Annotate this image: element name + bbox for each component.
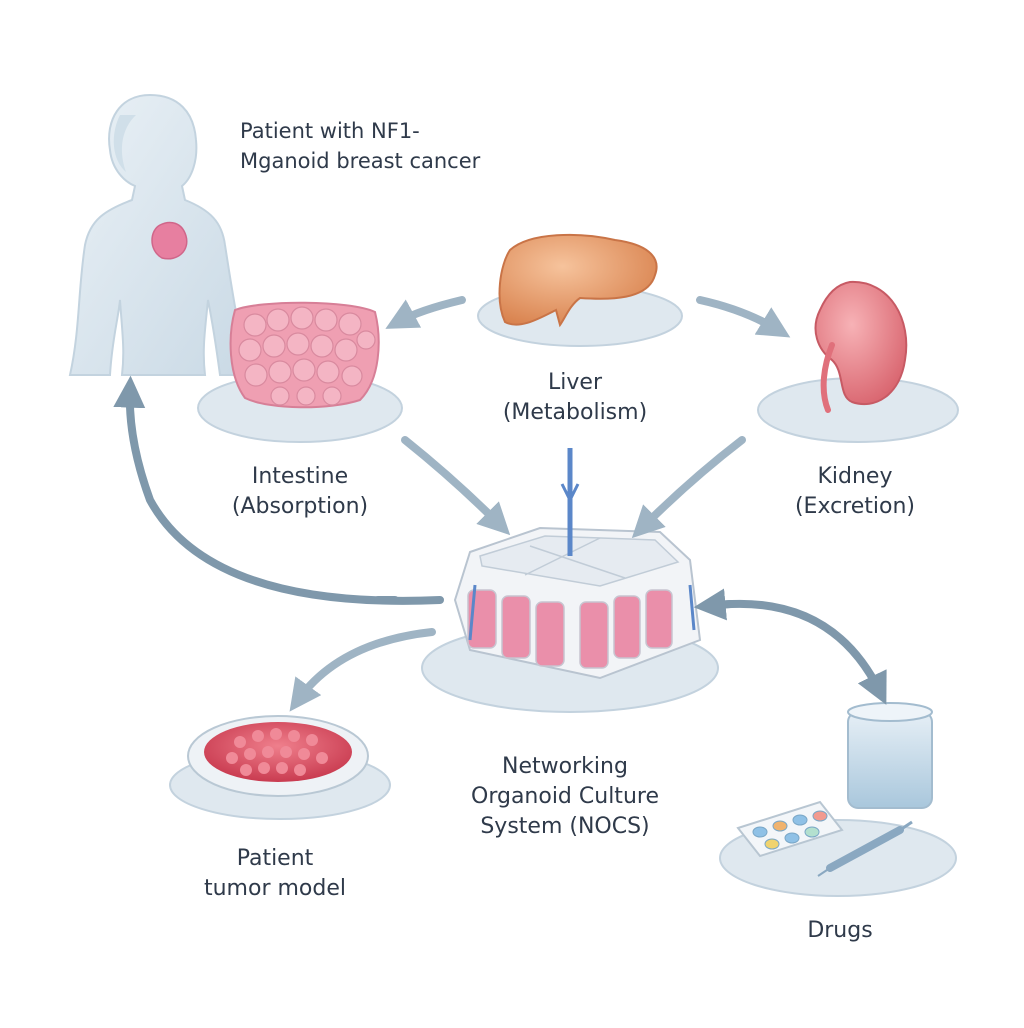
label-liver-line1: Liver [548,370,602,395]
label-patient-line1: Patient with NF1- [240,119,420,143]
label-intestine: Intestine (Absorption) [200,462,400,522]
label-liver: Liver (Metabolism) [470,368,680,428]
intestine-icon [229,301,380,409]
label-nocs-line2: Organoid Culture [471,784,659,809]
arrow-liver-to-kidney [696,296,791,338]
label-drugs: Drugs [780,916,900,946]
label-kidney-line2: (Excretion) [794,494,916,519]
arrow-nocs-drugs [704,599,887,705]
label-drugs-line1: Drugs [807,918,873,943]
label-kidney-line1: Kidney [817,464,893,489]
nocs-chip-icon [453,448,702,680]
label-nocs-line3: System (NOCS) [480,814,650,839]
drugs-icon [736,702,933,877]
kidney-icon [814,280,908,413]
label-patient-line2: Mganoid breast cancer [240,149,481,173]
patient-figure [68,93,252,376]
breast-tumor-icon [151,221,188,260]
label-nocs-line1: Networking [502,754,628,779]
arrow-liver-to-intestine [385,296,466,329]
tumor-dish-icon [187,715,369,797]
arrow-nocs-to-tumor [289,628,436,712]
flow-arrows [113,296,887,712]
label-intestine-line1: Intestine [251,464,349,489]
chip-wells [467,589,673,669]
label-kidney: Kidney (Excretion) [760,462,950,522]
label-intestine-line2: (Absorption) [231,494,369,519]
label-patient: Patient with NF1- Mganoid breast cancer [240,116,480,176]
label-tumor-line2: tumor model [203,876,346,901]
arrow-kidney-to-nocs [631,436,746,539]
label-tumor-line1: Patient [236,846,314,871]
arrow-nocs-to-patient [113,375,444,605]
label-nocs: Networking Organoid Culture System (NOCS… [440,752,690,842]
label-liver-line2: (Metabolism) [502,400,648,425]
label-tumor-model: Patient tumor model [185,844,365,904]
arrow-intestine-to-nocs [401,436,511,536]
liver-icon [498,233,658,328]
